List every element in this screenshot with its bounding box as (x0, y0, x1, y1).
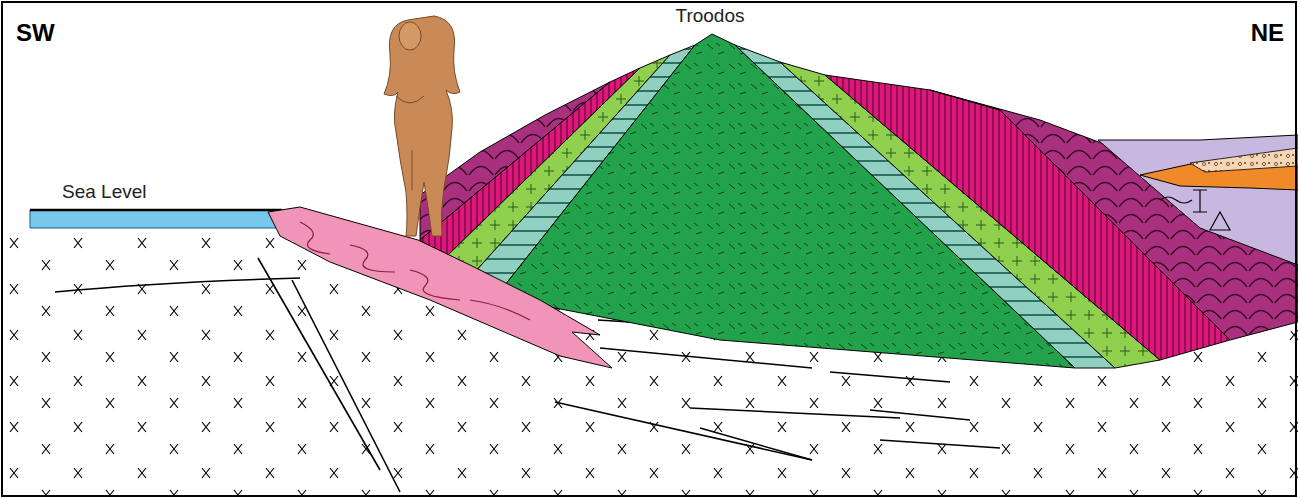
aphrodite-figurine (384, 16, 460, 236)
sea-level-label: Sea Level (62, 182, 147, 203)
peak-label: Troodos (676, 6, 745, 27)
direction-label: SW (16, 20, 55, 46)
direction-label: NE (1251, 20, 1284, 46)
